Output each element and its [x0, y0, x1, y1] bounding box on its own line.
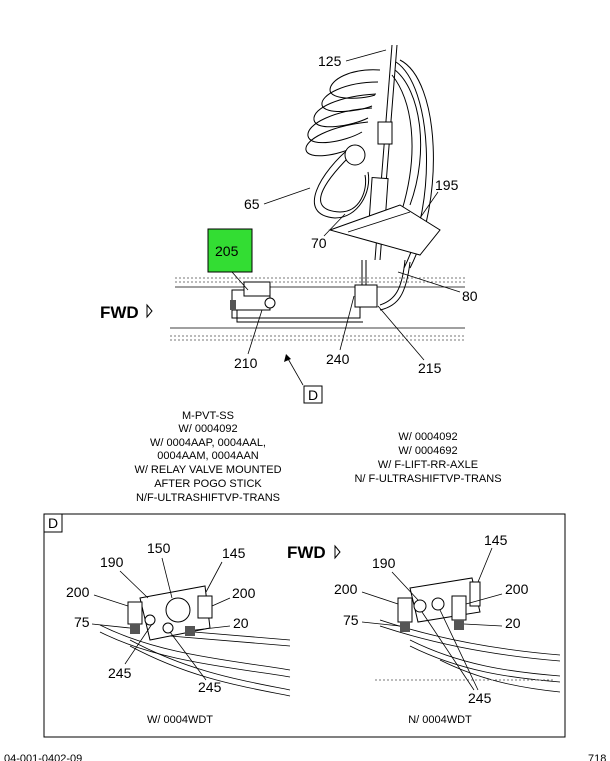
relay-valve — [230, 281, 276, 311]
right-caption: N/ 0004WDT — [408, 714, 472, 726]
callout-215: 215 — [418, 360, 442, 376]
footer-right-code: 718 — [588, 753, 606, 761]
right-callout-20: 20 — [505, 615, 521, 631]
view-d-label: D — [308, 387, 318, 403]
notes-right: W/ 0004092 W/ 0004692 W/ F-LIFT-RR-AXLE … — [354, 431, 501, 485]
fwd-label: FWD — [100, 303, 139, 322]
right-callout-75: 75 — [343, 612, 359, 628]
note-right-line: W/ 0004092 — [398, 431, 457, 443]
note-left-line: AFTER POGO STICK — [154, 478, 262, 490]
note-right-line: W/ 0004692 — [398, 445, 457, 457]
view-arrow-icon — [284, 354, 291, 362]
left-callout-200a: 200 — [66, 584, 90, 600]
callout-195: 195 — [435, 177, 459, 193]
detail-title: D — [48, 515, 58, 531]
callout-80: 80 — [462, 288, 478, 304]
left-callout-245b: 245 — [198, 679, 222, 695]
left-callout-245a: 245 — [108, 665, 132, 681]
top-view: FWD 205 125 65 70 195 80 210 240 215 D — [100, 44, 478, 404]
detail-fwd-arrow-icon — [334, 544, 341, 560]
note-left-line: W/ 0004AAP, 0004AAL, — [150, 437, 266, 449]
note-left-line: N/F-ULTRASHIFTVP-TRANS — [136, 492, 280, 504]
callout-65: 65 — [244, 196, 260, 212]
left-callout-20: 20 — [233, 615, 249, 631]
left-callout-190: 190 — [100, 554, 124, 570]
notes-left: M-PVT-SS W/ 0004092 W/ 0004AAP, 0004AAL,… — [134, 410, 281, 504]
callout-205: 205 — [215, 243, 239, 259]
right-callout-245: 245 — [468, 690, 492, 706]
note-left-line: W/ RELAY VALVE MOUNTED — [134, 464, 281, 476]
left-callout-145: 145 — [222, 545, 246, 561]
note-left-line: 0004AAM, 0004AAN — [157, 450, 259, 462]
callout-125: 125 — [318, 53, 342, 69]
right-callout-190: 190 — [372, 555, 396, 571]
right-callout-145: 145 — [484, 532, 508, 548]
left-callout-200b: 200 — [232, 585, 256, 601]
detail-d-panel: D FWD 190 150 145 200 200 — [43, 513, 566, 738]
footer-left-code: 04-001-0402-09 — [4, 753, 82, 761]
left-callout-75: 75 — [74, 614, 90, 630]
fwd-arrow-icon — [146, 303, 153, 319]
detail-left-drawing — [99, 585, 291, 697]
detail-right-drawing — [375, 577, 561, 693]
note-left-line: M-PVT-SS — [182, 410, 234, 422]
left-caption: W/ 0004WDT — [147, 714, 213, 726]
view-d-box[interactable] — [303, 385, 323, 404]
left-callout-150: 150 — [147, 540, 171, 556]
note-right-line: N/ F-ULTRASHIFTVP-TRANS — [354, 473, 501, 485]
highlight-205[interactable] — [207, 228, 253, 273]
mounting-bracket — [328, 204, 441, 256]
detail-fwd-label: FWD — [287, 543, 326, 562]
right-callout-200b: 200 — [505, 581, 529, 597]
callout-210: 210 — [234, 355, 258, 371]
note-right-line: W/ F-LIFT-RR-AXLE — [378, 459, 478, 471]
note-left-line: W/ 0004092 — [178, 423, 237, 435]
callout-70: 70 — [311, 235, 327, 251]
frame-rail — [170, 277, 465, 341]
callout-240: 240 — [326, 351, 350, 367]
right-callout-200a: 200 — [334, 581, 358, 597]
